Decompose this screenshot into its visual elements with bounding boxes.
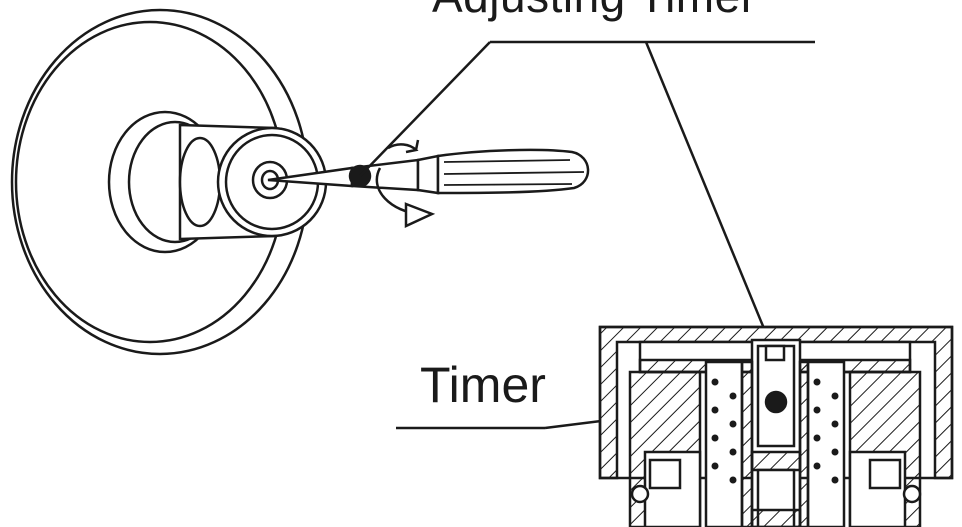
screwdriver (267, 148, 590, 195)
rotation-arrow (375, 139, 436, 228)
cartridge-springs (711, 378, 839, 484)
timer-label: Timer (420, 357, 546, 413)
adjusting-timer-leader (359, 40, 815, 360)
valve-handle (107, 110, 328, 254)
cartridge-cross-section (598, 325, 954, 527)
adjusting-timer-label: Adjusting Timer (432, 0, 757, 19)
